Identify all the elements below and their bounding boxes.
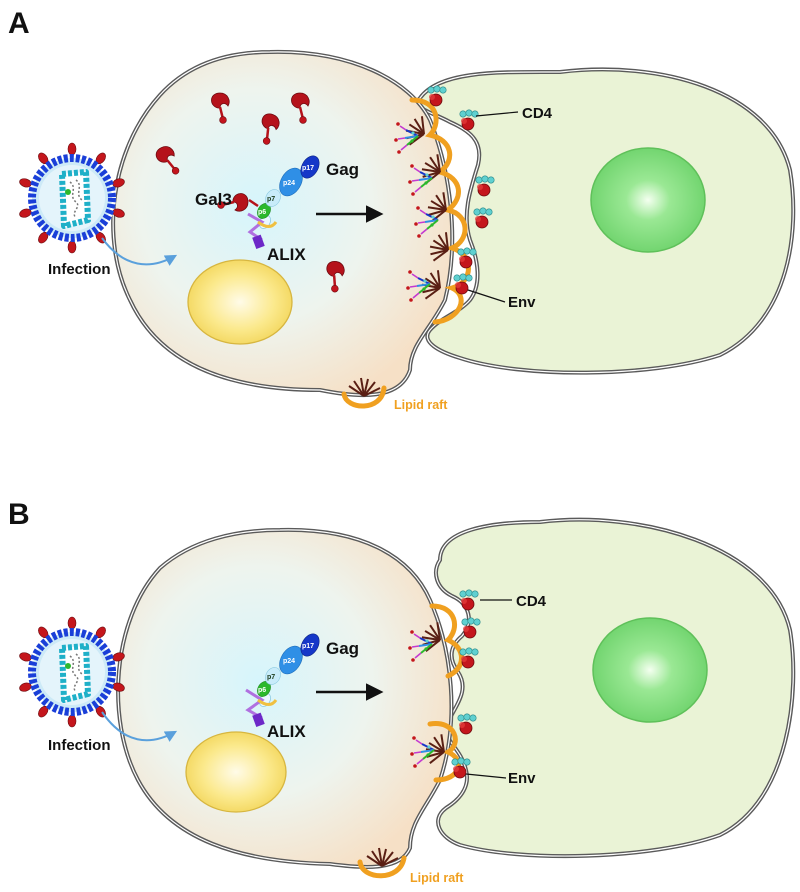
alix-label-b: ALIX bbox=[267, 722, 306, 741]
p17-domain-b bbox=[300, 633, 320, 657]
panel-b: B Lipid raft CD4 bbox=[8, 498, 796, 885]
alix-label-a: ALIX bbox=[267, 245, 306, 264]
svg-text:p24: p24 bbox=[283, 658, 295, 665]
alix-b bbox=[245, 688, 265, 720]
alix-a bbox=[247, 212, 265, 242]
lipid-raft-bottom-a bbox=[341, 377, 387, 409]
env-leader-b bbox=[465, 773, 507, 779]
gag-label-b: Gag bbox=[326, 639, 359, 658]
panel-b-letter: B bbox=[8, 498, 30, 531]
virion-b bbox=[18, 617, 125, 727]
infection-arrow-b bbox=[101, 711, 178, 742]
p7-domain-a bbox=[265, 189, 281, 207]
svg-text:p17: p17 bbox=[302, 165, 314, 172]
gag-complex-a: p6 p7 p24 p17 bbox=[216, 155, 320, 250]
infection-arrow-a bbox=[101, 237, 178, 266]
svg-text:p7: p7 bbox=[267, 674, 275, 681]
panel-a-letter: A bbox=[8, 7, 30, 40]
env-leader-a bbox=[467, 289, 506, 303]
target-nucleus-b bbox=[592, 617, 708, 723]
cd4-label-a: CD4 bbox=[522, 105, 553, 122]
infection-label-b: Infection bbox=[48, 737, 111, 754]
svg-text:p7: p7 bbox=[267, 196, 275, 203]
p17-domain-a bbox=[300, 155, 320, 179]
env-label-b: Env bbox=[508, 770, 536, 787]
lipid-raft-label-b: Lipid raft bbox=[410, 871, 464, 885]
gag-complex-b: p6 p7 p24 p17 bbox=[245, 633, 320, 728]
cd4-label-b: CD4 bbox=[516, 593, 547, 610]
svg-text:p24: p24 bbox=[283, 180, 295, 187]
donor-nucleus-b bbox=[185, 731, 287, 813]
gal3-label-a: Gal3 bbox=[195, 190, 232, 209]
p7-domain-b bbox=[265, 667, 281, 685]
donor-cell-a bbox=[111, 49, 455, 398]
gag-label-a: Gag bbox=[326, 160, 359, 179]
env-label-a: Env bbox=[508, 294, 536, 311]
svg-text:p6: p6 bbox=[258, 209, 266, 216]
svg-text:p17: p17 bbox=[302, 643, 314, 650]
cd4-leader-a bbox=[475, 111, 519, 117]
infection-label-a: Infection bbox=[48, 261, 111, 278]
p24-domain-b bbox=[279, 645, 303, 675]
target-nucleus-a bbox=[590, 147, 706, 253]
p24-domain-a bbox=[279, 167, 303, 197]
donor-cell-b bbox=[116, 527, 454, 870]
synapse-rafts-b bbox=[407, 589, 481, 783]
svg-text:p6: p6 bbox=[258, 687, 266, 694]
lipid-raft-label-a: Lipid raft bbox=[394, 398, 448, 412]
panel-a: A Lipid raft bbox=[8, 7, 796, 412]
lipid-raft-bottom-b bbox=[357, 847, 407, 879]
donor-nucleus-a bbox=[187, 259, 293, 345]
synapse-rafts-a bbox=[393, 85, 495, 325]
virion-a bbox=[18, 143, 125, 253]
